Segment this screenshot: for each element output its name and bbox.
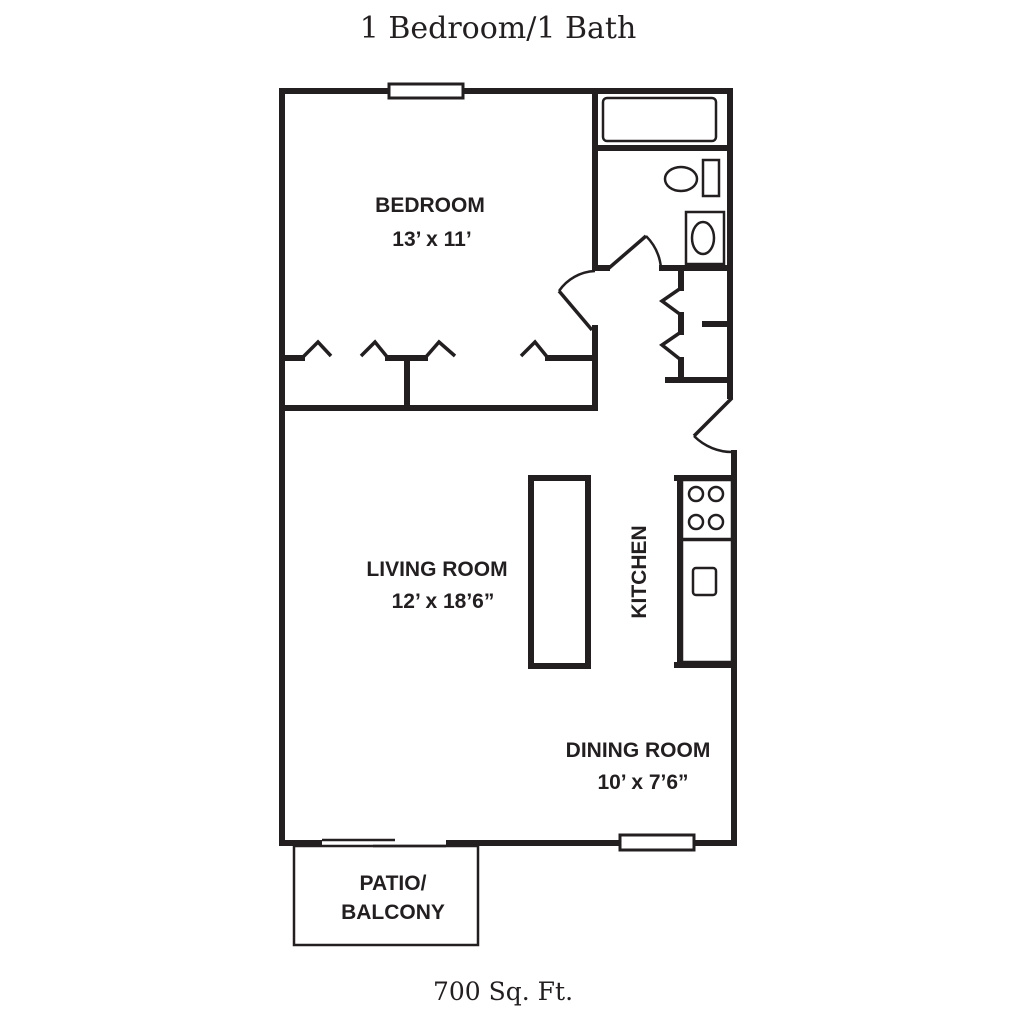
bathtub <box>595 96 730 151</box>
bedroom-size: 13’ x 11’ <box>392 228 471 251</box>
patio-label-line2: BALCONY <box>341 901 445 924</box>
bedroom-door <box>557 269 596 332</box>
plan-title: 1 Bedroom/1 Bath <box>360 11 637 46</box>
living-room-size: 12’ x 18’6” <box>392 590 495 613</box>
exterior-walls <box>279 88 737 846</box>
bedroom-label: BEDROOM <box>375 194 485 217</box>
bathroom-door <box>607 234 663 270</box>
stove <box>680 478 734 541</box>
dining-room-size: 10’ x 7’6” <box>597 771 688 794</box>
interior-walls <box>279 88 737 668</box>
linen-closet-doors <box>658 286 683 362</box>
kitchen-label: KITCHEN <box>628 525 651 618</box>
dining-window <box>618 833 696 852</box>
bathroom-sink <box>684 210 726 266</box>
patio-label-line1: PATIO/ <box>360 872 427 895</box>
dining-room-label: DINING ROOM <box>566 739 711 762</box>
toilet <box>663 158 721 198</box>
kitchen-sink <box>680 538 734 664</box>
entry-door <box>692 396 735 454</box>
bedroom-closet-doors <box>300 339 550 360</box>
kitchen-island <box>528 475 591 669</box>
patio-balcony <box>292 844 480 947</box>
plan-area: 700 Sq. Ft. <box>433 977 573 1006</box>
living-room-label: LIVING ROOM <box>366 558 507 581</box>
bedroom-window <box>387 82 465 100</box>
